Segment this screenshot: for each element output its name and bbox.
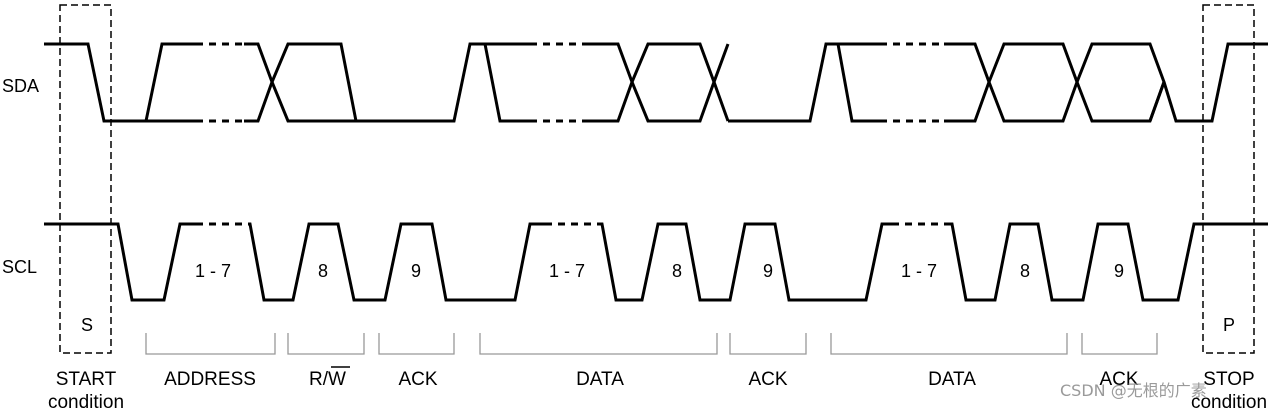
address-bracket: [145, 333, 276, 355]
ack1-label: ACK: [398, 369, 437, 390]
sda-data2-cross-b: [944, 42, 1166, 123]
start-condition-box: [59, 4, 112, 354]
data2-bracket: [830, 333, 1068, 355]
rw-label: R/W: [309, 369, 346, 390]
ack2-bracket: [729, 333, 807, 355]
scl-pulses-c: [948, 222, 1268, 302]
scl-pulses-b: [598, 222, 892, 302]
sda-data2-cross-a: [944, 42, 1166, 123]
scl-waveform: [44, 222, 1268, 302]
sda-data1-cross-b: [588, 42, 730, 123]
ack3-label: ACK: [1099, 369, 1138, 390]
sda-crossing-b: [244, 42, 358, 123]
sda-start-segment: [44, 42, 196, 123]
stop-label: STOP: [1203, 369, 1254, 390]
data2-label: DATA: [928, 369, 976, 390]
sda-waveform: [44, 42, 1268, 123]
sda-ack1: [356, 42, 485, 123]
bit-label: 1 - 7: [195, 261, 231, 281]
rw-r-part: R/: [309, 369, 329, 390]
sda-label: SDA: [2, 76, 39, 96]
sda-ack2: [728, 42, 838, 123]
rw-bracket: [287, 333, 365, 355]
sda-crossing-a: [244, 42, 356, 123]
start-symbol: S: [81, 315, 93, 335]
watermark: CSDN @无根的广素: [1060, 381, 1207, 400]
sda-data2-fall: [836, 43, 880, 123]
ack3-bracket: [1081, 333, 1158, 355]
bit-label: 1 - 7: [549, 261, 585, 281]
data1-bracket: [479, 333, 718, 355]
scl-start: [44, 222, 196, 302]
scl-pulses-a: [248, 222, 545, 302]
data1-label: DATA: [576, 369, 624, 390]
bit-label: 1 - 7: [901, 261, 937, 281]
ack1-bracket: [378, 333, 455, 355]
bit-label: 9: [1114, 261, 1124, 281]
stop-condition-box: [1202, 4, 1255, 354]
bit-label: 8: [672, 261, 682, 281]
address-label: ADDRESS: [164, 369, 256, 390]
rw-w-part: W: [328, 369, 346, 390]
stop-symbol: P: [1223, 315, 1235, 335]
bit-label: 9: [763, 261, 773, 281]
scl-label: SCL: [2, 257, 37, 277]
ack2-label: ACK: [748, 369, 787, 390]
bit-label: 8: [318, 261, 328, 281]
start-condition-label: condition: [48, 392, 124, 413]
sda-data1-cross-a: [588, 42, 730, 123]
field-brackets: [145, 333, 1158, 355]
sda-stop-segment: [1162, 42, 1268, 123]
start-label: START: [56, 369, 117, 390]
bit-label: 8: [1020, 261, 1030, 281]
bit-label: 9: [411, 261, 421, 281]
stop-condition-label: condition: [1191, 392, 1267, 413]
sda-data1-fall: [483, 43, 530, 123]
